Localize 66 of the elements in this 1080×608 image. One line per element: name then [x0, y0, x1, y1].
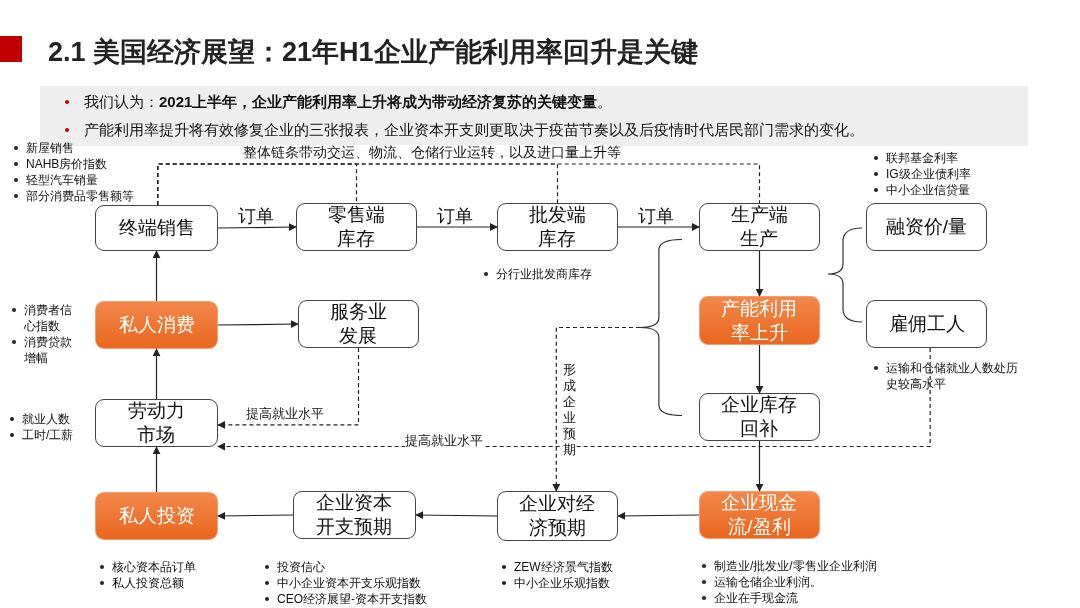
highlight-box: 产能利用率上升	[699, 296, 820, 345]
edge-label: 整体链条带动交运、物流、仓储行业运转，以及进口量上升等	[243, 145, 621, 160]
bullet-text: ZEW经济景气指数	[514, 559, 614, 575]
bullet-text: 联邦基金利率	[886, 150, 959, 166]
process-box: 融资价/量	[866, 203, 987, 251]
process-box: 企业库存回补	[699, 393, 820, 441]
bullet-text: 分行业批发商库存	[496, 266, 593, 282]
arrow	[755, 250, 764, 297]
arrow	[217, 320, 299, 329]
bullet-text: 运输和仓储就业人数处历史较高水平	[886, 360, 1019, 392]
title: 2.1 美国经济展望：21年H1企业产能利用率回升是关键	[48, 36, 698, 69]
process-box: 雇佣工人	[866, 300, 987, 348]
arrow	[755, 344, 764, 394]
bullet-text: CEO经济展望-资本开支指数	[277, 591, 428, 607]
arrow	[152, 446, 161, 493]
bullet-text: 新屋销售	[26, 140, 75, 156]
arrow	[217, 223, 297, 232]
process-box: 终端销售	[95, 205, 218, 251]
connector-line	[157, 163, 761, 206]
process-box: 企业对经济预期	[497, 491, 618, 541]
arrow	[217, 347, 931, 451]
arrow	[416, 223, 498, 231]
brace	[640, 239, 682, 416]
arrow	[617, 223, 700, 231]
bullet-text: 投资信心	[277, 559, 326, 575]
bullet-text: 就业人数	[22, 411, 71, 427]
process-box: 生产端生产	[699, 203, 820, 251]
process-box: 服务业发展	[298, 300, 419, 348]
bullet-text: 消费贷款增幅	[24, 334, 73, 366]
highlight-box: 私人投资	[95, 492, 218, 540]
edge-label: 提高就业水平	[405, 433, 483, 448]
process-box: 劳动力市场	[95, 399, 218, 447]
bullet-text: 轻型汽车销量	[26, 172, 99, 188]
bullet-text: 工时/工薪	[22, 427, 75, 443]
arrow	[755, 440, 764, 492]
bullet-text: 消费者信心指数	[24, 302, 73, 334]
bullet-text: 运输仓储企业利润。	[714, 574, 823, 590]
arrow	[152, 250, 161, 302]
process-box: 零售端库存	[296, 203, 417, 251]
arrow	[617, 511, 700, 520]
edge-label: 订单	[638, 206, 674, 226]
bullet-text: NAHB房价指数	[26, 156, 109, 172]
bullet-text: 企业在手现金流	[714, 590, 799, 606]
bullet-text: 核心资本品订单	[112, 559, 197, 575]
bullet-text: IG级企业债利率	[886, 166, 972, 182]
edge-label: 形成企业预期	[563, 362, 576, 458]
edge-label: 订单	[238, 206, 274, 226]
arrow	[415, 511, 498, 520]
arrow	[217, 347, 360, 429]
bullet-text: 部分消费品零售额等	[26, 188, 135, 204]
bullet-text: 中小企业资本开支乐观指数	[277, 575, 422, 591]
arrow	[152, 348, 161, 400]
highlight-box: 企业现金流/盈利	[699, 491, 820, 539]
highlight-box: 私人消费	[95, 301, 218, 349]
bullet-text: 私人投资总额	[112, 575, 185, 591]
edge-label: 提高就业水平	[246, 406, 324, 421]
edge-label: 订单	[437, 206, 473, 226]
process-box: 批发端库存	[497, 203, 618, 251]
bullet-text: 我们认为：2021上半年，企业产能利用率上升将成为带动经济复苏的关键变量。	[84, 92, 613, 112]
arrow	[217, 511, 294, 520]
bullet-text: 中小企业乐观指数	[514, 575, 611, 591]
bullet-text: 制造业/批发业/零售业企业利润	[714, 558, 878, 574]
bullet-text: 产能利用率提升将有效修复企业的三张报表，企业资本开支则更取决于疫苗节奏以及后疫情时代居民部门需求的变化。	[84, 120, 864, 140]
bullet-text: 中小企业信贷量	[886, 182, 971, 198]
process-box: 企业资本开支预期	[293, 491, 416, 539]
arrow	[552, 326, 641, 492]
